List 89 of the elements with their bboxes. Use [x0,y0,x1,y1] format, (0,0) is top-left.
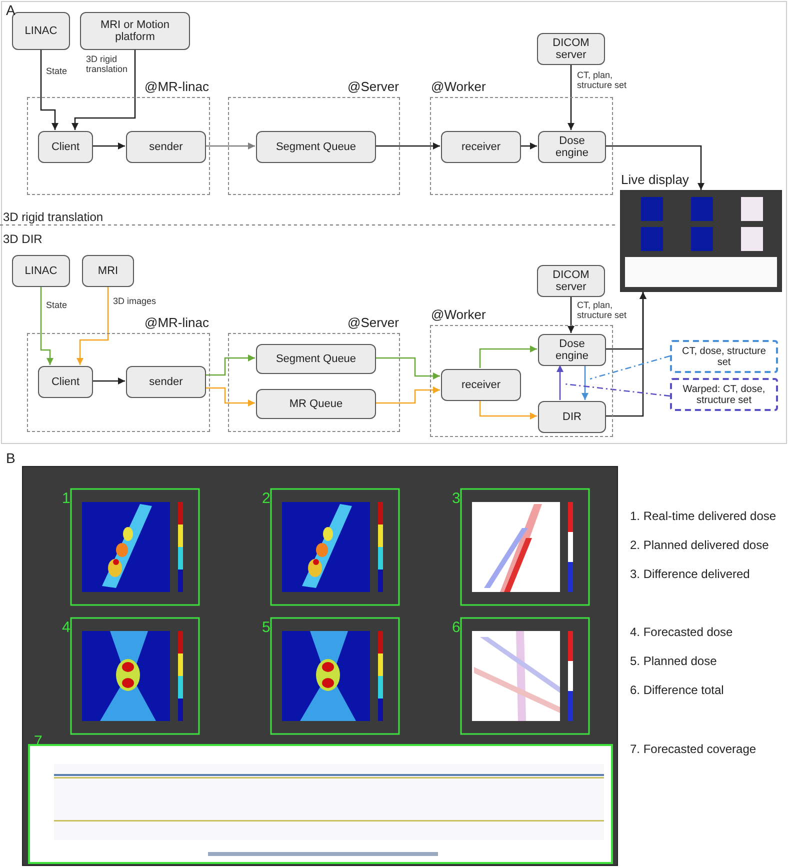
arrow [72,50,136,130]
process-box [538,334,606,366]
node-text: DICOM server [552,269,590,293]
arrow [582,365,588,400]
arrow [76,287,109,365]
node-text: receiver [460,141,502,153]
node-text: Client [50,141,81,153]
callout-number: 4 [62,619,70,636]
arrow [40,50,58,130]
arrow [205,142,255,150]
callout-number: 6 [452,619,460,636]
process-box [537,33,605,65]
section-label: 3D rigid translation [3,210,104,224]
arrow [556,365,564,400]
node-text: CT, dose, structure set [681,346,767,368]
section-label: A [6,2,16,18]
node-text: Dose engine [554,338,590,362]
arrow [520,142,537,150]
callout-number: 5 [262,619,270,636]
edge-label: State [46,300,68,310]
arrow [568,297,574,333]
node-text: Dose engine [554,135,590,159]
legend-text: 1. Real-time delivered dose [630,509,776,523]
node-text: LINAC [24,25,58,37]
node-text: Segment Queue [274,141,358,153]
callout-number: 2 [262,490,270,507]
node-text: MR Queue [288,398,344,410]
note-box [670,340,778,373]
arrow [375,142,440,150]
node-text: DIR [562,411,582,423]
node-text: LINAC [24,265,58,277]
leader-line [564,383,670,397]
group-title: @MR-linac [144,315,209,330]
legend-text: 2. Planned delivered dose [630,538,769,552]
process-box [38,366,93,398]
node-text: sender [148,141,184,153]
node-text: Client [50,376,81,388]
process-box [256,389,376,419]
process-box [538,401,606,433]
arrow [605,292,646,417]
leader-line [590,355,670,380]
process-box [537,265,605,297]
arrow [205,387,255,406]
node-text: DICOM server [552,37,590,61]
node-text: MRI or Motion platform [99,19,171,43]
process-box [38,131,93,163]
legend-text: 3. Difference delivered [630,567,750,581]
node-text: sender [148,376,184,388]
section-label: 3D DIR [3,232,42,246]
process-box [538,131,606,163]
arrow [375,386,440,404]
arrow [568,65,574,130]
process-box [256,131,376,163]
arrow [92,378,125,384]
edge-label: State [46,66,68,76]
legend-text: 6. Difference total [630,683,724,697]
arrow [375,357,440,380]
group-title: @MR-linac [144,79,209,94]
arrow [479,400,537,420]
process-box [12,255,70,287]
arrow [479,346,537,368]
group-title: @Server [348,79,399,94]
note-box [670,378,778,411]
section-label: B [6,450,16,466]
process-box [126,131,206,163]
legend-text: 7. Forecasted coverage [630,742,756,756]
display-title: Live display [621,172,689,187]
process-box [126,366,206,398]
arrow [605,145,704,190]
group-title: @Worker [431,307,486,322]
callout-number: 3 [452,490,460,507]
node-text: Warped: CT, dose, structure set [682,384,766,406]
node-text: Segment Queue [274,353,358,365]
process-box [80,12,190,50]
node-text: receiver [460,379,502,391]
legend-text: 4. Forecasted dose [630,625,733,639]
node-text: MRI [96,265,120,277]
process-box [82,255,134,287]
legend-text: 5. Planned dose [630,654,717,668]
process-box [441,131,521,163]
process-box [256,344,376,374]
edge-label: 3D images [113,296,156,306]
arrow [92,142,125,150]
process-box [441,369,521,401]
group-title: @Server [348,315,399,330]
arrow [40,287,54,365]
arrow [205,354,255,376]
group-title: @Worker [431,79,486,94]
callout-number: 1 [62,490,70,507]
